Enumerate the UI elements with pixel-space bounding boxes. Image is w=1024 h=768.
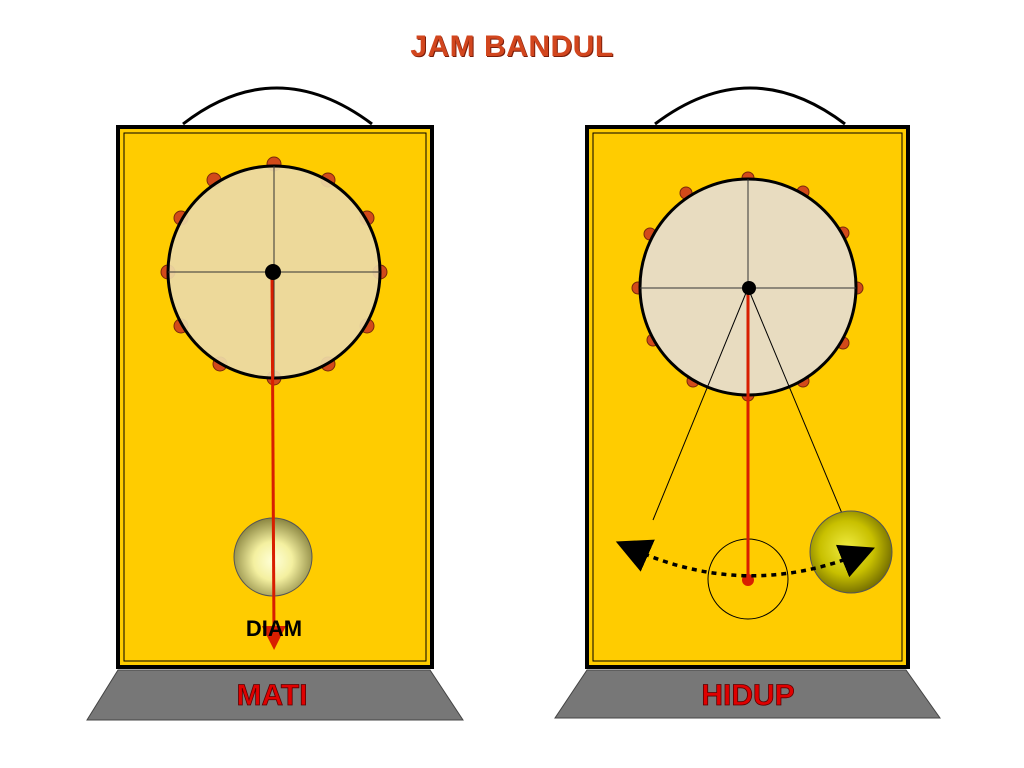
left-clock-handle	[182, 86, 373, 126]
left-clock-base	[86, 669, 464, 721]
right-clock-base	[554, 669, 941, 719]
right-swing-left-line	[652, 287, 749, 521]
right-dial-pivot	[742, 281, 756, 295]
diagram-title: JAM BANDUL	[410, 30, 614, 63]
left-clock: DIAM MATI	[86, 86, 464, 721]
swing-direction-arrow	[615, 539, 875, 578]
right-clock-handle	[654, 86, 846, 126]
left-dial-pivot	[265, 264, 281, 280]
left-pendulum-rod	[261, 271, 286, 650]
right-pendulum-bob	[809, 510, 893, 594]
right-swing-right-line	[747, 287, 847, 524]
right-clock: HIDUP	[554, 86, 941, 719]
right-base-label: HIDUP	[701, 679, 794, 712]
left-base-label: MATI	[236, 679, 307, 712]
left-state-label: DIAM	[246, 616, 302, 641]
